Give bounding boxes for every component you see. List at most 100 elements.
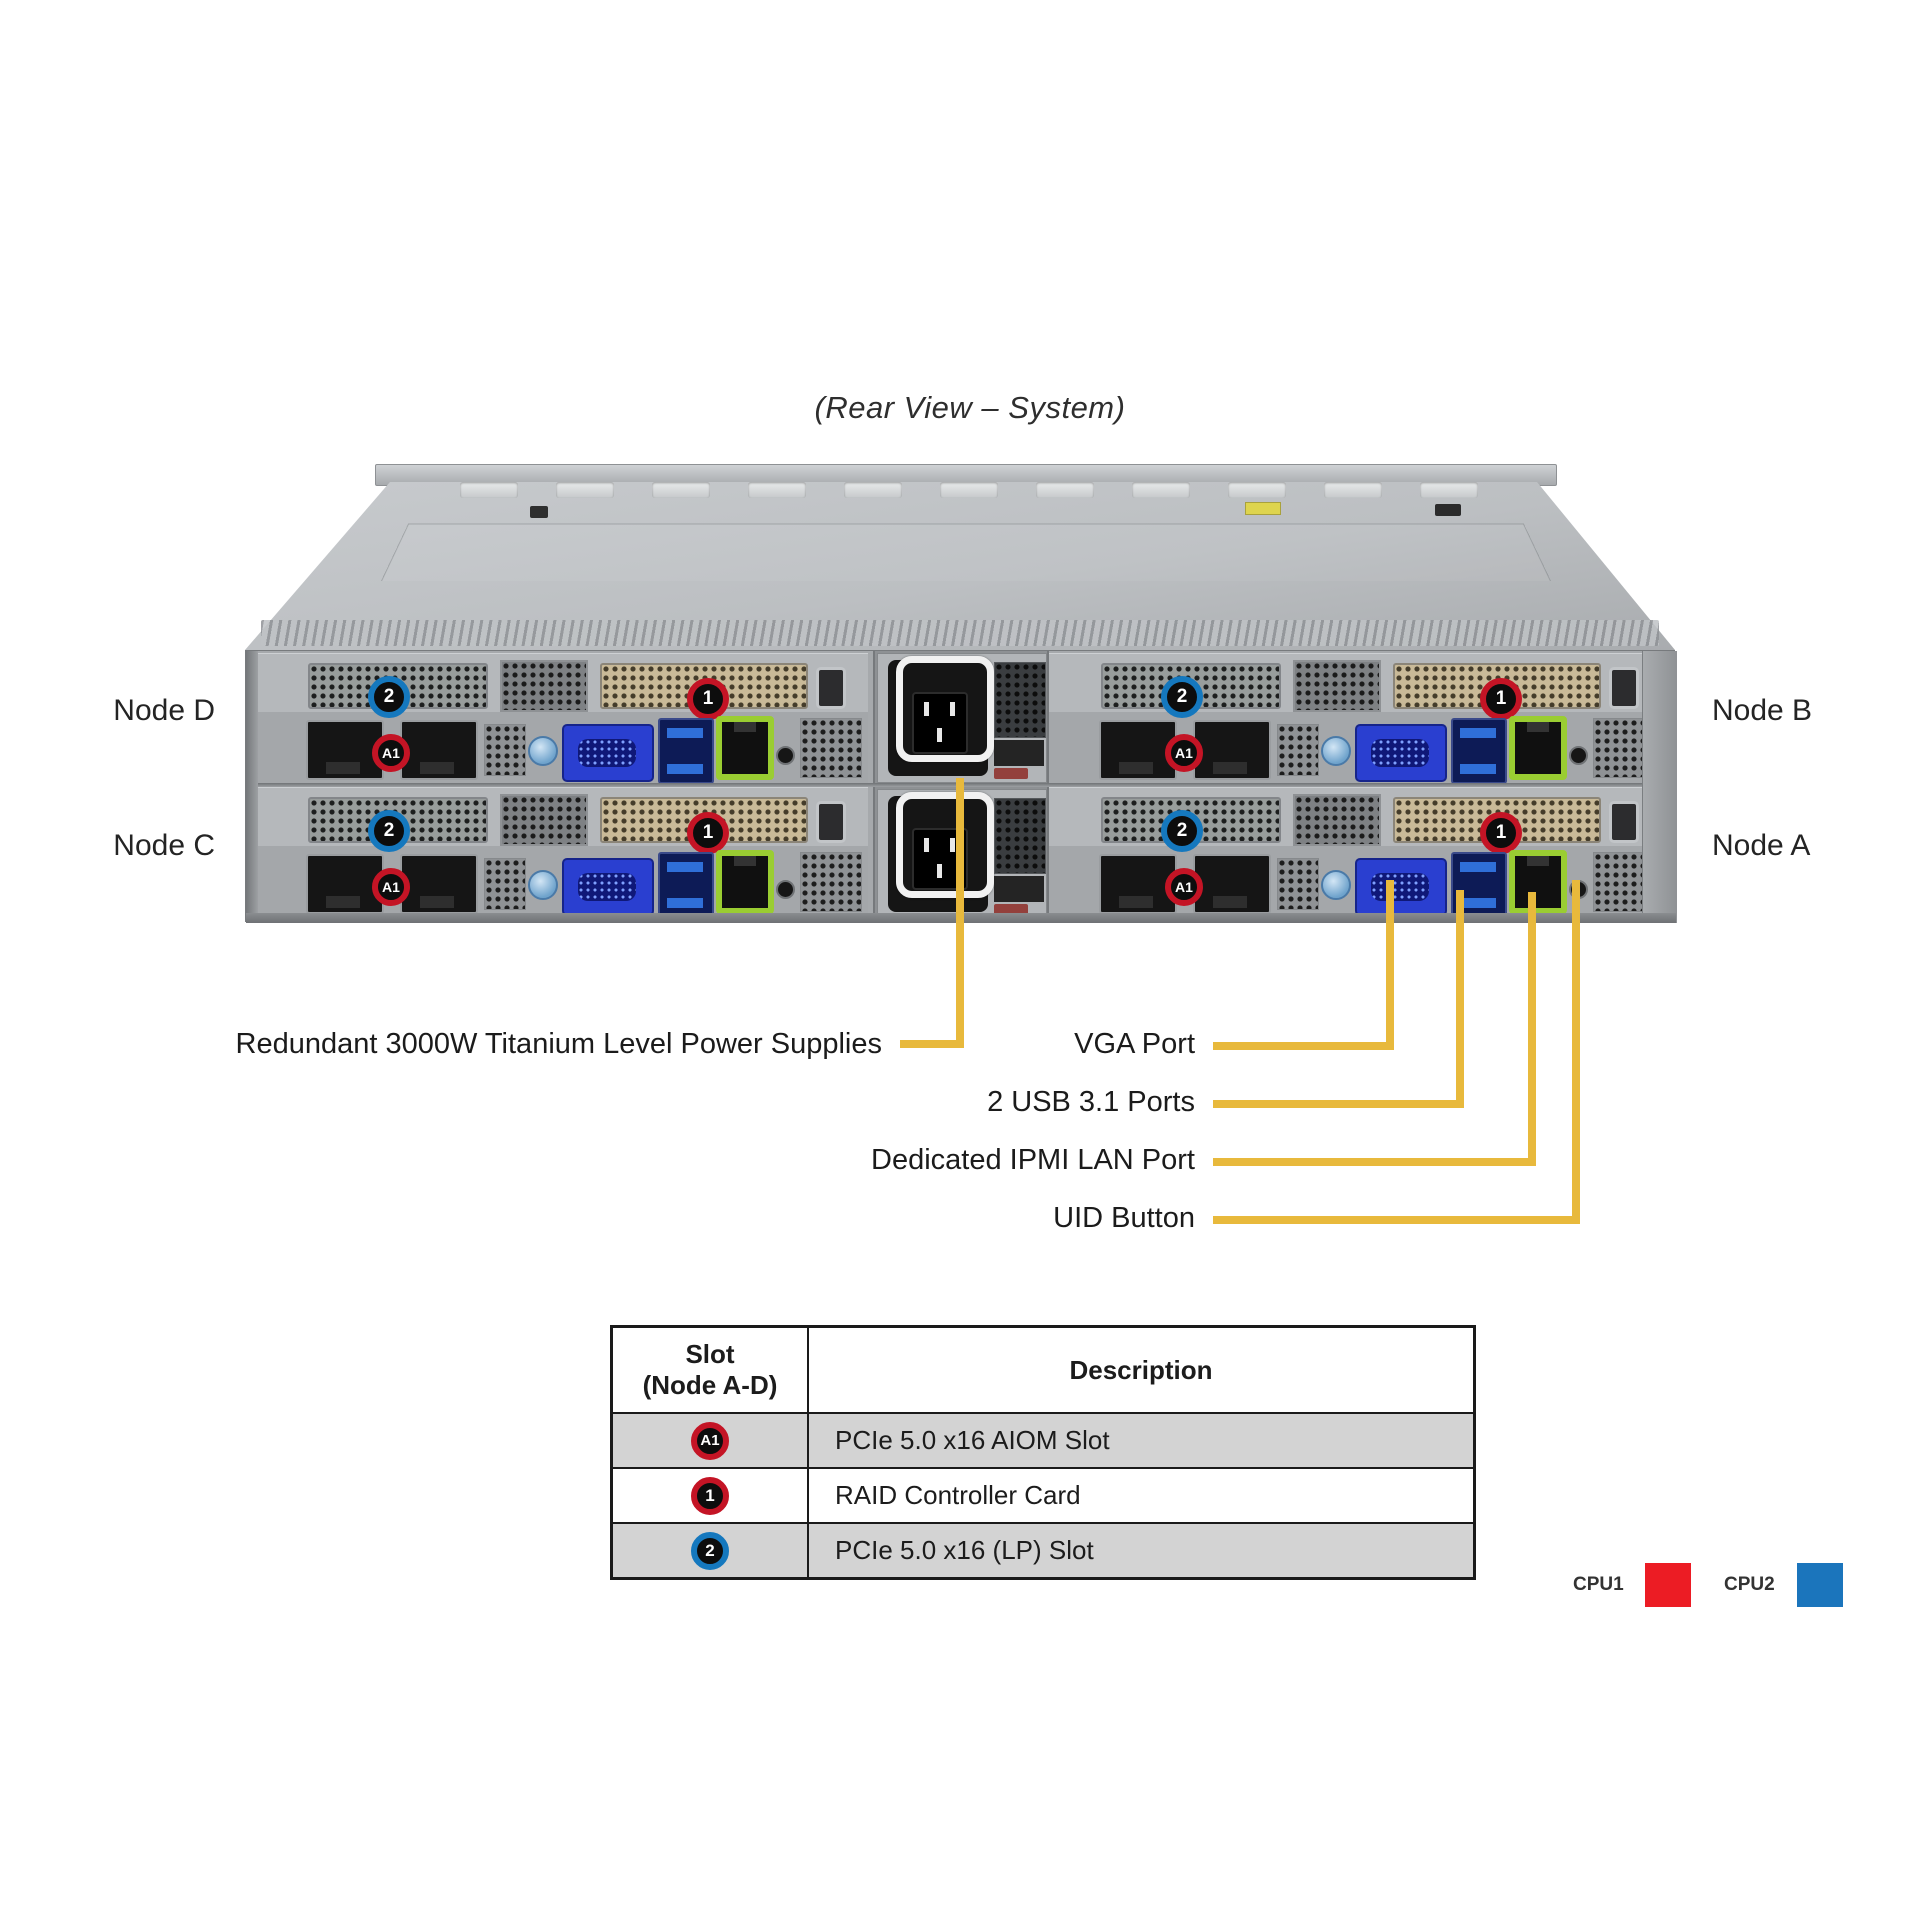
slot1-badge-node-a: 1: [1480, 812, 1522, 854]
psu-c20-socket: [912, 692, 968, 754]
lan-port-right: [1193, 854, 1271, 914]
lid-handle-slot: [748, 482, 806, 498]
slot2-badge-node-d: 2: [368, 676, 410, 718]
serial-port-cutout: [1609, 801, 1639, 843]
lan-port-left: [306, 720, 384, 780]
lid-handle-slot: [1420, 482, 1478, 498]
thumbscrew: [528, 736, 558, 766]
lid-handle-slot: [1324, 482, 1382, 498]
io-vent-grid: [1277, 724, 1319, 776]
lan-port-left: [1099, 720, 1177, 780]
lid-handle-slot: [460, 482, 518, 498]
table-row: 2 PCIe 5.0 x16 (LP) Slot: [613, 1522, 1473, 1577]
ipmi-lan-port-node-b: [1509, 716, 1567, 780]
uid-button-node-c: [776, 880, 795, 899]
ipmi-lan-port-node-a: [1509, 850, 1567, 914]
slot1-badge-node-d: 1: [687, 678, 729, 720]
node-label-c: Node C: [113, 829, 215, 862]
usb-ports-node-b: [1451, 718, 1507, 784]
lid-vent-strip: [261, 620, 1659, 646]
table-row: 1 RAID Controller Card: [613, 1467, 1473, 1522]
lan-port-right: [400, 720, 478, 780]
serial-port-cutout: [1609, 667, 1639, 709]
chassis-right-latch-strip: [1642, 651, 1677, 923]
io-vent-grid-right: [800, 852, 862, 912]
power-supply-1: [877, 653, 1047, 783]
io-vent-grid: [1277, 858, 1319, 910]
callout-psu-line-h: [900, 1040, 964, 1048]
vent-grid: [500, 794, 588, 846]
slot2-badge-node-c: 2: [368, 810, 410, 852]
callout-uid-line-h: [1213, 1216, 1580, 1224]
io-vent-grid: [484, 724, 526, 776]
lid-handle-slot: [556, 482, 614, 498]
callout-vga-label: VGA Port: [1074, 1028, 1195, 1060]
legend-cpu2-label: CPU2: [1724, 1574, 1775, 1595]
aiom-badge-node-b: A1: [1165, 734, 1203, 772]
node-label-a: Node A: [1712, 829, 1811, 862]
lid-screw: [530, 506, 548, 518]
table-cell-description: PCIe 5.0 x16 AIOM Slot: [835, 1425, 1110, 1455]
slot-badge-2: 2: [691, 1531, 729, 1570]
diagram-title: (Rear View – System): [814, 390, 1126, 425]
psu-fan-grille: [994, 798, 1046, 874]
table-header-slot: Slot (Node A-D): [613, 1328, 809, 1412]
ipmi-lan-port-node-d: [716, 716, 774, 780]
serial-port-cutout: [816, 801, 846, 843]
lan-port-right: [400, 854, 478, 914]
io-vent-grid: [484, 858, 526, 910]
io-vent-grid-right: [800, 718, 862, 778]
aiom-badge-node-a: A1: [1165, 868, 1203, 906]
usb-ports-node-a: [1451, 852, 1507, 918]
vga-port-node-b: [1355, 724, 1447, 782]
psu-release-latch: [994, 768, 1028, 779]
thumbscrew: [1321, 870, 1351, 900]
slot-badge-a1: A1: [691, 1421, 729, 1460]
table-cell-description: RAID Controller Card: [835, 1480, 1081, 1510]
slot1-badge-node-c: 1: [687, 812, 729, 854]
callout-vga-line-h: [1213, 1042, 1394, 1050]
callout-usb-line-h: [1213, 1100, 1464, 1108]
callout-usb-line-v: [1456, 890, 1464, 1108]
uid-button-node-b: [1569, 746, 1588, 765]
psu-handle: [896, 656, 994, 762]
lan-port-right: [1193, 720, 1271, 780]
psu-fan-grille: [994, 662, 1046, 738]
legend-cpu2-swatch: [1797, 1563, 1843, 1607]
callout-psu-line-v: [956, 778, 964, 1048]
callout-uid-label: UID Button: [1053, 1202, 1195, 1234]
aiom-badge-node-d: A1: [372, 734, 410, 772]
callout-uid-line-v: [1572, 880, 1580, 1224]
slot2-badge-node-a: 2: [1161, 810, 1203, 852]
table-header-description: Description: [1069, 1354, 1213, 1385]
lid-handle-slot: [1036, 482, 1094, 498]
callout-ipmi-line-h: [1213, 1158, 1536, 1166]
lid-clip: [1435, 504, 1461, 516]
table-header-slot-line2: (Node A-D): [642, 1370, 778, 1400]
vga-port-node-c: [562, 858, 654, 916]
usb-ports-node-c: [658, 852, 714, 918]
aiom-badge-node-c: A1: [372, 868, 410, 906]
lid-handle-slot: [940, 482, 998, 498]
legend-cpu1-label: CPU1: [1573, 1574, 1624, 1595]
slot2-badge-node-b: 2: [1161, 676, 1203, 718]
chassis-left-edge: [246, 651, 258, 923]
slot-badge-1: 1: [691, 1476, 729, 1515]
callout-psu-label: Redundant 3000W Titanium Level Power Sup…: [235, 1028, 882, 1060]
table-cell-description: PCIe 5.0 x16 (LP) Slot: [835, 1535, 1094, 1565]
lid-handle-slot: [844, 482, 902, 498]
lid-handle-slot: [1132, 482, 1190, 498]
callout-ipmi-line-v: [1528, 892, 1536, 1166]
node-label-d: Node D: [113, 694, 215, 727]
callout-ipmi-label: Dedicated IPMI LAN Port: [871, 1144, 1195, 1176]
thumbscrew: [528, 870, 558, 900]
vent-grid: [500, 660, 588, 712]
serial-port-cutout: [816, 667, 846, 709]
